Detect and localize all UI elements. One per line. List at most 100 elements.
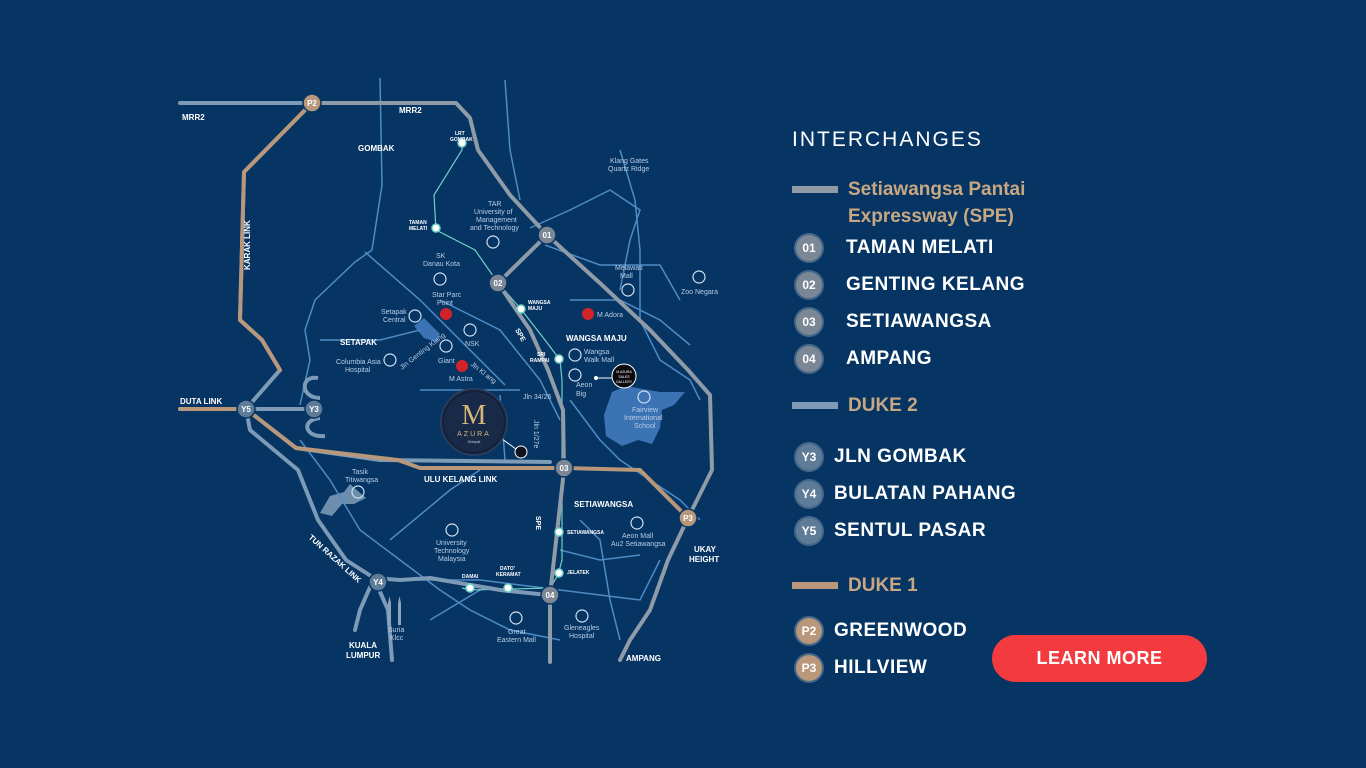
school-icon — [637, 390, 651, 404]
marker-04 — [540, 585, 560, 605]
shop-icon — [463, 323, 477, 337]
legend-item: P3 HILLVIEW — [796, 655, 927, 681]
svg-text:LRT: LRT — [455, 131, 465, 137]
interchange-badge: P3 — [796, 655, 822, 681]
legend-duke2-header: DUKE 2 — [792, 392, 918, 419]
svg-text:Hospital: Hospital — [345, 367, 371, 374]
svg-text:Central: Central — [383, 317, 406, 324]
legend-item: P2 GREENWOOD — [796, 618, 967, 644]
svg-text:School: School — [634, 423, 656, 430]
svg-text:Mall: Mall — [620, 273, 633, 280]
svg-text:SETIAWANGSA: SETIAWANGSA — [567, 530, 604, 536]
marker-y5 — [236, 399, 256, 419]
duta-loop — [302, 375, 326, 439]
svg-text:01: 01 — [543, 231, 552, 240]
svg-text:SPE: SPE — [534, 516, 541, 530]
svg-text:Quartz Ridge: Quartz Ridge — [608, 166, 649, 173]
legend-title: INTERCHANGES — [792, 128, 983, 151]
lake-fairview — [604, 386, 685, 446]
svg-text:Giant: Giant — [438, 358, 455, 365]
school-icon — [433, 272, 447, 286]
svg-text:TAMAN: TAMAN — [409, 220, 427, 226]
project-icons — [440, 308, 594, 372]
duke2-title: DUKE 2 — [848, 395, 918, 416]
svg-text:DAMAI: DAMAI — [462, 574, 479, 580]
svg-text:MRR2: MRR2 — [399, 106, 422, 115]
svg-text:MRR2: MRR2 — [182, 113, 205, 122]
interchange-name: GREENWOOD — [834, 620, 968, 641]
duke1-title: DUKE 1 — [848, 575, 918, 596]
hospital-icon — [383, 353, 397, 367]
learn-more-button[interactable]: LEARN MORE — [992, 635, 1207, 682]
svg-text:Setapak: Setapak — [468, 440, 481, 444]
marker-02 — [488, 273, 508, 293]
interchange-badge: 02 — [796, 272, 822, 298]
svg-text:KARAK LINK: KARAK LINK — [243, 220, 252, 270]
svg-text:Jln 1/27e: Jln 1/27e — [532, 420, 539, 449]
marker-y4 — [368, 572, 388, 592]
svg-text:Melawati: Melawati — [615, 265, 643, 272]
interchange-name: GENTING KELANG — [846, 274, 1026, 295]
svg-text:NSK: NSK — [465, 341, 480, 348]
interchange-badge: Y5 — [796, 518, 822, 544]
university-icon — [445, 523, 459, 537]
interchange-badge: 03 — [796, 309, 822, 335]
mall-icon — [568, 348, 582, 362]
shop-icon — [439, 339, 453, 353]
svg-text:JELATEK: JELATEK — [567, 570, 590, 576]
svg-text:Walk Mall: Walk Mall — [584, 357, 615, 364]
place-labels: Klang Gates Quartz Ridge TAR University … — [336, 158, 718, 644]
lake-setapak — [414, 318, 440, 342]
svg-text:02: 02 — [494, 279, 503, 288]
svg-text:Aeon Mall: Aeon Mall — [622, 533, 654, 540]
shop-icon — [568, 368, 582, 382]
zoo-icon — [692, 270, 706, 284]
interchange-name: HILLVIEW — [834, 657, 928, 678]
legend-item: 01 TAMAN MELATI — [796, 235, 994, 261]
svg-text:SETAPAK: SETAPAK — [340, 338, 377, 347]
svg-text:GOMBAK: GOMBAK — [450, 137, 473, 143]
svg-text:GOMBAK: GOMBAK — [358, 144, 395, 153]
svg-text:Malaysia: Malaysia — [438, 556, 466, 563]
svg-text:Hospital: Hospital — [569, 633, 595, 640]
project-logo: M — [462, 400, 487, 431]
marker-p3 — [678, 508, 698, 528]
svg-text:Columbia Asia: Columbia Asia — [336, 359, 381, 366]
svg-text:Setapak: Setapak — [381, 309, 407, 316]
svg-text:MAJU: MAJU — [528, 306, 543, 312]
svg-text:SPE: SPE — [513, 328, 526, 344]
m-brand-icon — [456, 360, 468, 372]
svg-text:SETIAWANGSA: SETIAWANGSA — [574, 500, 633, 509]
interchange-name: AMPANG — [846, 348, 933, 369]
interchange-name: TAMAN MELATI — [846, 237, 994, 258]
svg-text:WANGSA MAJU: WANGSA MAJU — [566, 334, 627, 343]
legend-duke1-header: DUKE 1 — [792, 572, 918, 599]
svg-text:P2: P2 — [307, 99, 317, 108]
svg-text:University of: University of — [474, 209, 513, 216]
interchange-name: SETIAWANGSA — [846, 311, 992, 332]
svg-text:RAMPAI: RAMPAI — [530, 358, 550, 364]
svg-text:M Astra: M Astra — [449, 376, 473, 383]
area-labels: GOMBAK SETAPAK WANGSA MAJU SETIAWANGSA U… — [340, 144, 719, 663]
svg-text:Fairview: Fairview — [632, 407, 659, 414]
svg-text:03: 03 — [560, 464, 569, 473]
interchange-badge: Y4 — [796, 481, 822, 507]
svg-text:M AZURA: M AZURA — [616, 370, 632, 374]
svg-text:04: 04 — [546, 591, 555, 600]
interchange-markers: P2 01 02 03 04 P3 Y5 Y3 Y4 — [236, 93, 698, 605]
svg-text:DUTA LINK: DUTA LINK — [180, 397, 222, 406]
svg-text:M Adora: M Adora — [597, 312, 623, 319]
legend-item: 02 GENTING KELANG — [796, 272, 1025, 298]
svg-text:Au2 Setiawangsa: Au2 Setiawangsa — [611, 541, 666, 548]
svg-text:Aeon: Aeon — [576, 382, 592, 389]
svg-text:Management: Management — [476, 217, 517, 224]
legend-item: 03 SETIAWANGSA — [796, 309, 992, 335]
interchange-badge: 04 — [796, 346, 822, 372]
duke1-swatch — [792, 582, 838, 589]
marker-y3 — [304, 399, 324, 419]
svg-text:Danau Kota: Danau Kota — [423, 261, 460, 268]
klcc-towers-icon — [388, 596, 401, 625]
svg-text:GALLERY: GALLERY — [616, 380, 633, 384]
duke2-swatch — [792, 402, 838, 409]
